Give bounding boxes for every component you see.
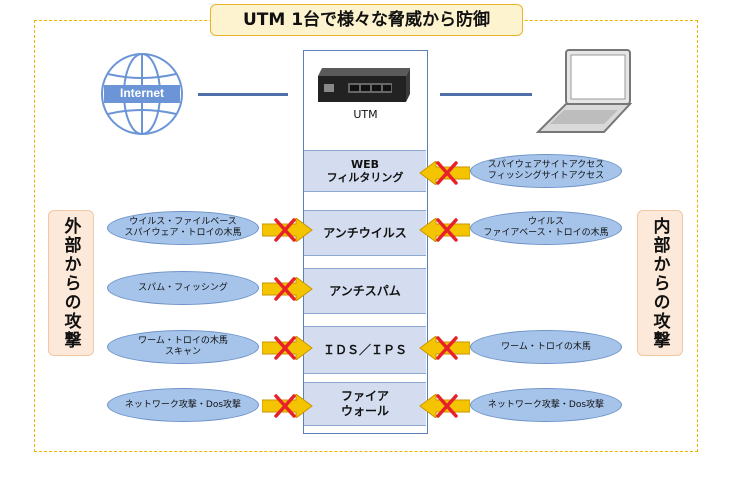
blocked-arrow-left	[418, 218, 470, 242]
laptop-icon	[534, 48, 634, 136]
blocked-arrow-left	[418, 336, 470, 360]
threat-network-external: ネットワーク攻撃・Dos攻撃	[107, 388, 259, 422]
blocked-arrow-left	[418, 161, 470, 185]
threat-network-internal: ネットワーク攻撃・Dos攻撃	[470, 388, 622, 422]
external-attack-label: 外部からの攻撃	[48, 210, 94, 356]
internet-link-line	[198, 93, 288, 96]
blocked-arrow-right	[262, 277, 314, 301]
layer-antivirus: アンチウイルス	[304, 210, 426, 256]
layer-firewall: ファイア ウォール	[304, 382, 426, 426]
threat-virus-external: ウイルス・ファイルベース スパイウェア・トロイの木馬	[107, 211, 259, 245]
blocked-arrow-right	[262, 336, 314, 360]
threat-virus-internal: ウイルス ファイアベース・トロイの木馬	[470, 211, 622, 245]
layer-web-filtering: WEB フィルタリング	[304, 150, 426, 192]
internet-label: Internet	[119, 86, 164, 100]
diagram-title: UTM 1台で様々な脅威から防御	[210, 4, 523, 36]
blocked-arrow-right	[262, 394, 314, 418]
threat-spam-external: スパム・フィッシング	[107, 271, 259, 305]
layer-antispam: アンチスパム	[304, 268, 426, 314]
threat-spyware-internal: スパイウェアサイトアクセス フィッシングサイトアクセス	[470, 154, 622, 188]
internet-globe-icon: Internet	[100, 52, 184, 136]
blocked-arrow-right	[262, 218, 314, 242]
utm-device-icon	[314, 62, 414, 106]
blocked-arrow-left	[418, 394, 470, 418]
layer-ids-ips: ＩＤＳ／ＩＰＳ	[304, 326, 426, 374]
utm-label: UTM	[353, 108, 378, 121]
laptop-link-line	[440, 93, 532, 96]
internal-attack-label: 内部からの攻撃	[637, 210, 683, 356]
threat-worm-external: ワーム・トロイの木馬 スキャン	[107, 330, 259, 364]
threat-worm-internal: ワーム・トロイの木馬	[470, 330, 622, 364]
